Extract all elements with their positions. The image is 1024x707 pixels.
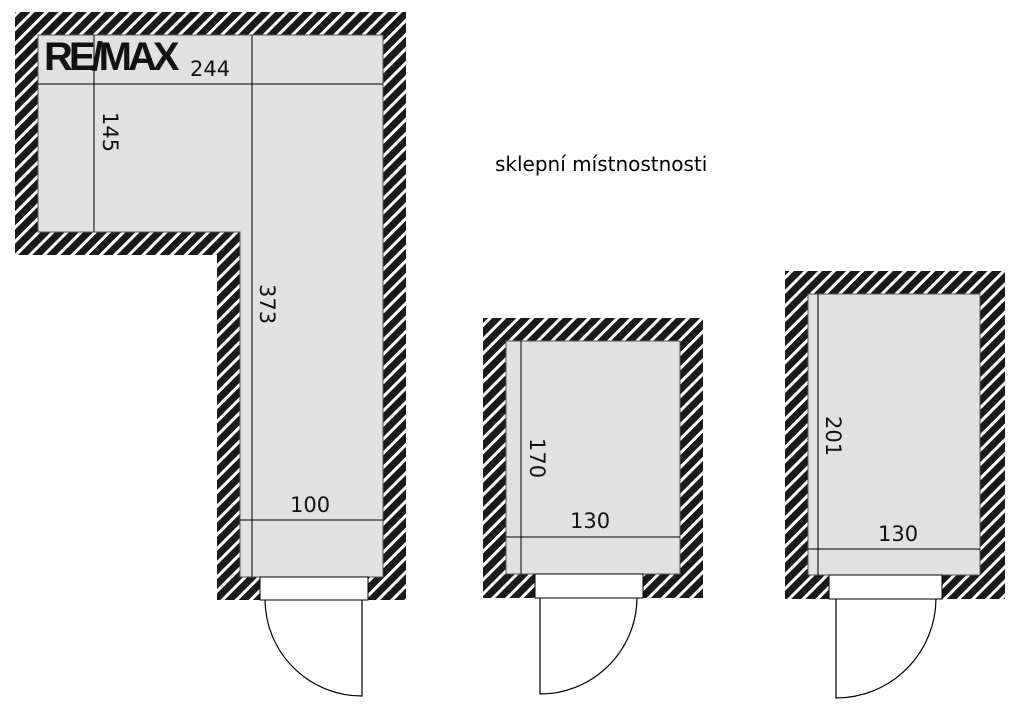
room-2-door-swing	[539, 597, 638, 695]
room-3-door-opening	[828, 574, 943, 600]
dim-room1-height-total: 373	[255, 284, 279, 324]
room-1-floor	[37, 34, 384, 578]
dim-room3-height: 201	[821, 416, 845, 456]
remax-logo: RE/MAX	[44, 35, 180, 79]
room-3: 201 130	[785, 271, 1005, 699]
dim-room1-width-bottom: 100	[290, 493, 330, 517]
dim-room1-height-top: 145	[98, 112, 122, 152]
room-3-floor	[807, 293, 981, 576]
room-3-door-swing	[835, 598, 937, 699]
room-2: 170 130	[483, 318, 703, 695]
room-1-door-swing	[264, 599, 363, 697]
room-1-door-opening	[259, 576, 369, 601]
dim-room2-height: 170	[525, 438, 549, 478]
room-2-door-opening	[534, 573, 644, 599]
room-2-floor	[505, 340, 681, 575]
caption: sklepní místnostnosti	[495, 152, 708, 176]
dim-room2-width: 130	[570, 509, 610, 533]
room-1: 244 145 373 100	[15, 12, 406, 697]
dim-room3-width: 130	[878, 522, 918, 546]
dim-room1-width-top: 244	[190, 57, 230, 81]
